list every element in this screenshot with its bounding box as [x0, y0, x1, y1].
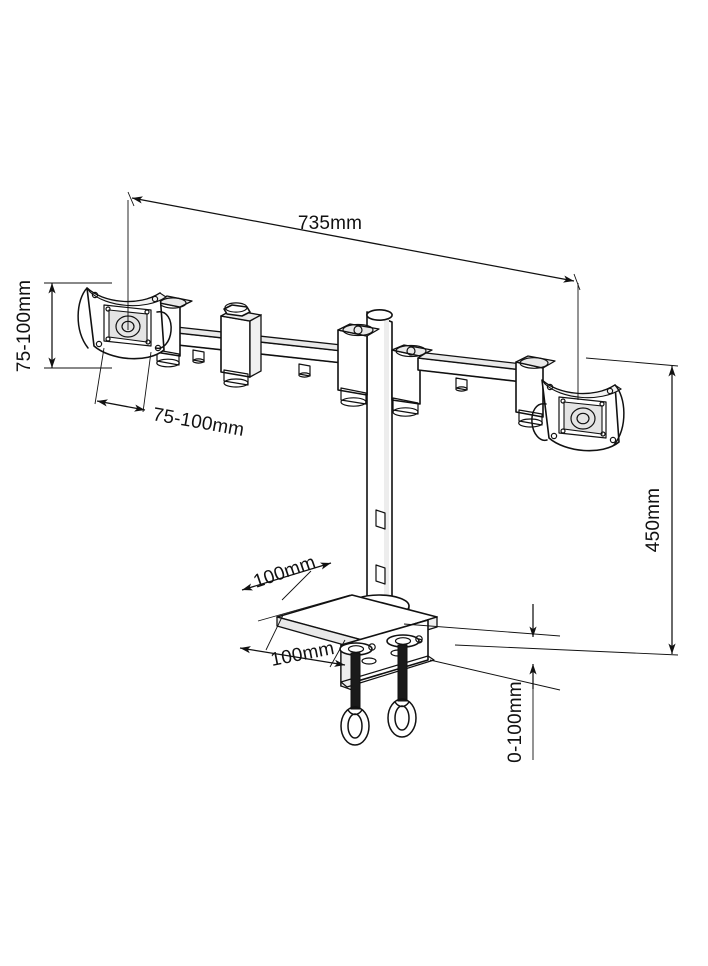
ext-line-450-top [585, 357, 679, 367]
dimension-pole-height: 450mm [454, 357, 679, 656]
right-arm-pole-collar [391, 344, 433, 417]
ext-line-vesa-h-left [94, 347, 105, 405]
center-pole [366, 308, 393, 615]
right-tilt-knuckle [515, 355, 556, 428]
dim-label-desk-thickness: 0-100mm [505, 681, 526, 763]
ext-line-100-lower-a [265, 614, 284, 651]
dimension-desk-thickness: 0-100mm [403, 604, 561, 763]
dim-line-vesa-h [96, 399, 146, 412]
dim-label-total-width: 735mm [298, 213, 362, 234]
dim-label-vesa-vertical: 75-100mm [14, 280, 35, 372]
right-vesa-plate [531, 379, 625, 452]
dim-line-100-lower [239, 646, 346, 667]
dimension-total-width: 735mm [127, 191, 581, 400]
ext-line-450-bottom [454, 644, 679, 656]
dim-line-735 [131, 196, 575, 283]
dim-label-pole-height: 450mm [643, 488, 664, 552]
left-arm-elbow-joint [220, 302, 262, 388]
clamp-bolt-right [386, 634, 423, 738]
ext-line-0-100-bottom [429, 659, 561, 691]
left-arm-pole-collar [337, 323, 380, 407]
ext-line-100-upper-b [257, 594, 351, 622]
dim-line-100-upper [241, 562, 332, 591]
